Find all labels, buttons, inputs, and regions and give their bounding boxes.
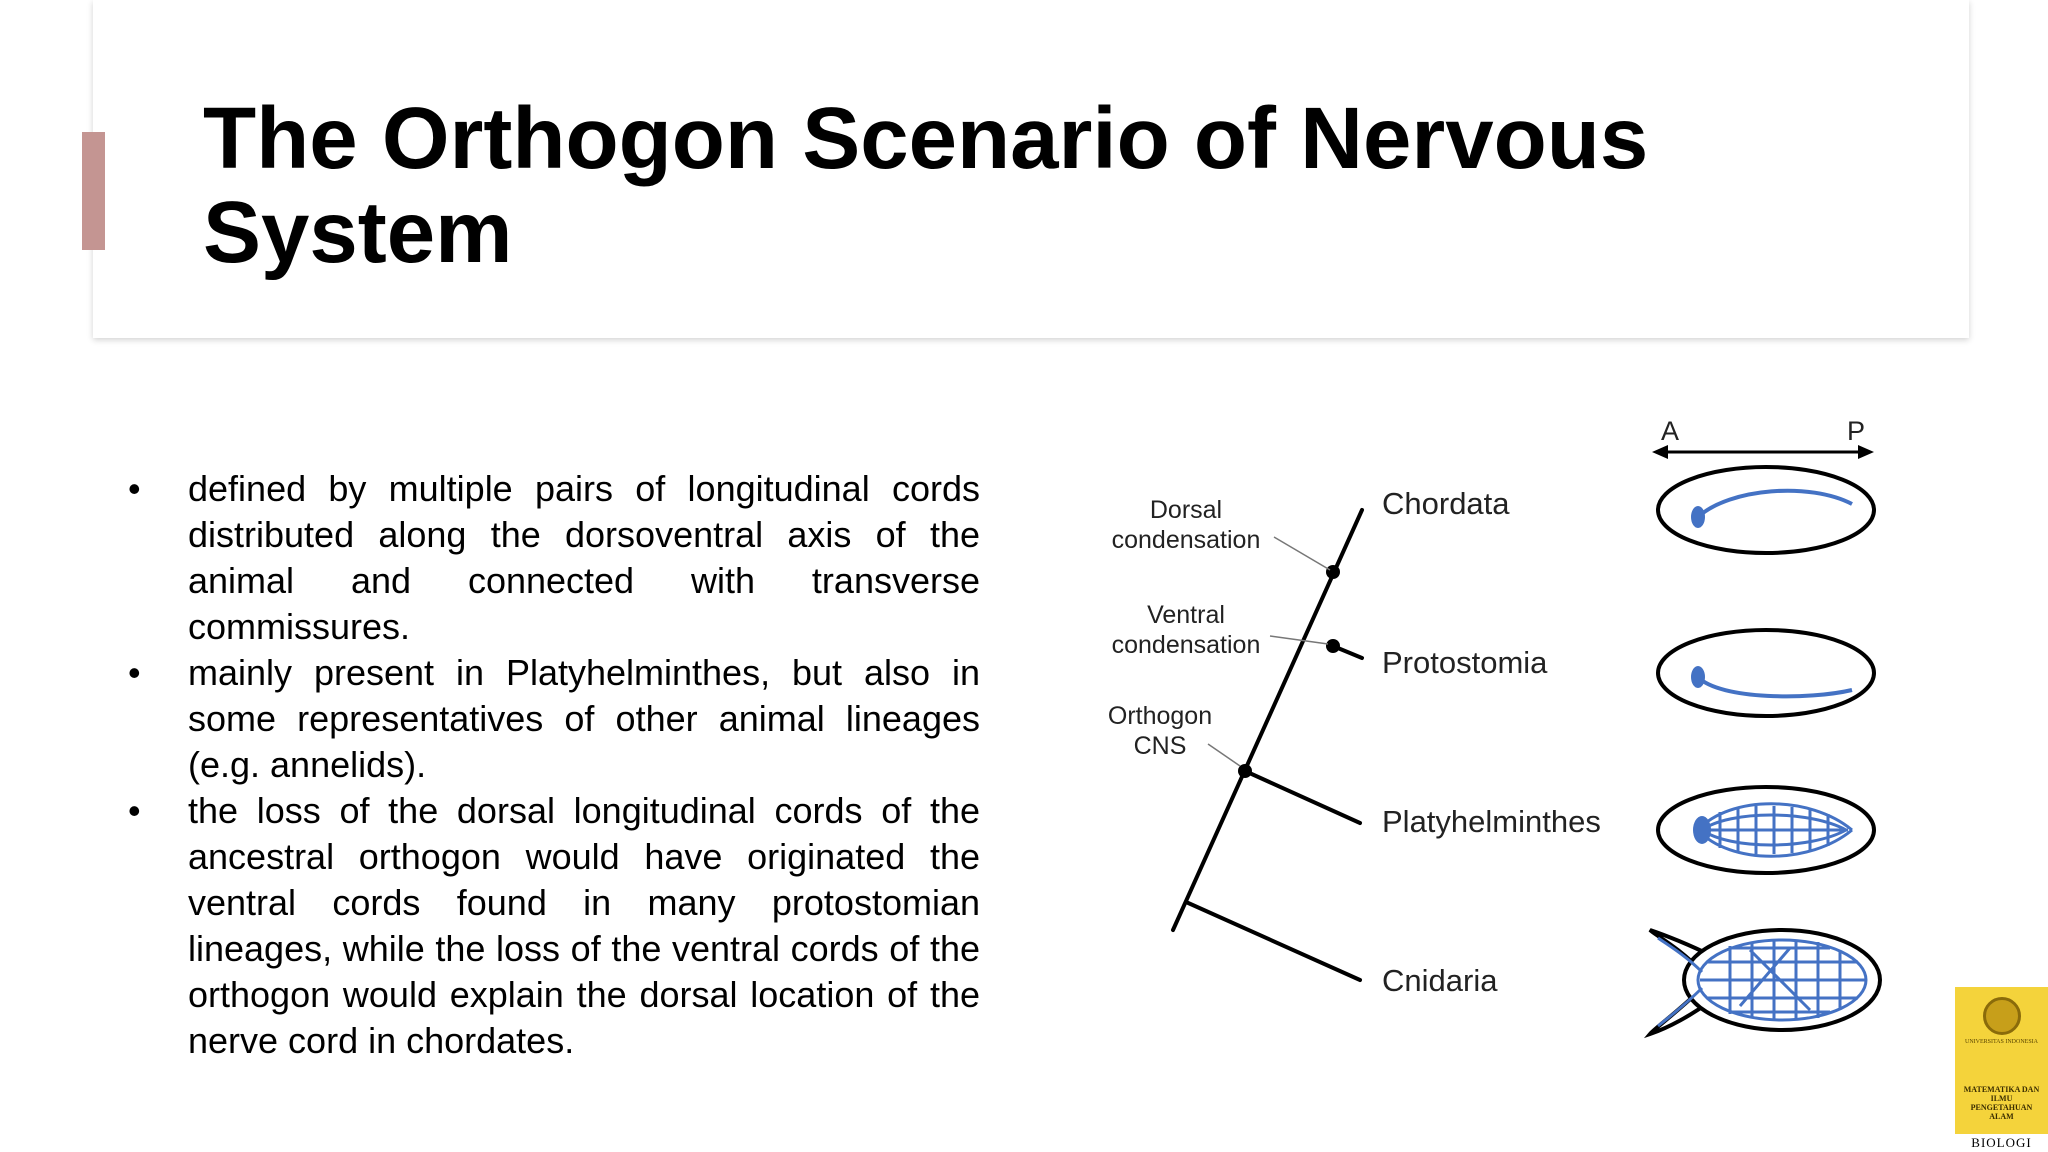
bullet-text: defined by multiple pairs of longitudina… <box>188 468 980 647</box>
bullet-item: • defined by multiple pairs of longitudin… <box>120 466 980 650</box>
tree-nodes <box>1238 565 1340 778</box>
node-orthogon <box>1238 764 1252 778</box>
node-dorsal <box>1326 565 1340 579</box>
taxon-label-platyhelminthes: Platyhelminthes <box>1382 804 1601 839</box>
logo-faculty-name: MATEMATIKA DAN ILMU PENGETAHUAN ALAM <box>1963 1085 2040 1121</box>
tree-trunk <box>1171 508 1364 932</box>
taxon-label-chordata: Chordata <box>1382 486 1510 521</box>
branch-cnidaria <box>1184 900 1362 982</box>
taxon-label-cnidaria: Cnidaria <box>1382 963 1498 998</box>
title-accent-bar <box>82 132 105 250</box>
bullet-list: • defined by multiple pairs of longitudin… <box>120 466 980 1064</box>
phylogeny-tree <box>1171 508 1364 982</box>
bullet-item: • the loss of the dorsal longitudinal cor… <box>120 788 980 1064</box>
node-ventral <box>1326 639 1340 653</box>
bullet-item: • mainly present in Platyhelminthes, but … <box>120 650 980 788</box>
taxon-label-protostomia: Protostomia <box>1382 645 1548 680</box>
anteroposterior-axis: A P <box>1652 416 1874 459</box>
axis-label-posterior: P <box>1847 416 1865 446</box>
title-band <box>93 0 1969 338</box>
protostomia-body-icon <box>1656 628 1876 718</box>
axis-label-anterior: A <box>1661 416 1679 446</box>
bullet-text: mainly present in Platyhelminthes, but a… <box>188 652 980 785</box>
makara-emblem-icon <box>1983 997 2021 1035</box>
bullet-dot-icon: • <box>128 468 141 509</box>
logo-department-name: BIOLOGI <box>1955 1134 2048 1152</box>
taxon-labels: Chordata Protostomia Platyhelminthes Cni… <box>1382 486 1601 998</box>
cnidaria-body-icon <box>1643 928 1882 1039</box>
university-logo: UNIVERSITAS INDONESIA MATEMATIKA DAN ILM… <box>1955 987 2048 1152</box>
bullet-dot-icon: • <box>128 790 141 831</box>
node-leaders <box>1207 536 1331 767</box>
branch-platyhelminthes <box>1243 769 1362 825</box>
bullet-dot-icon: • <box>128 652 141 693</box>
bullet-text: the loss of the dorsal longitudinal cord… <box>188 790 980 1061</box>
chordata-body-icon <box>1656 465 1876 555</box>
logo-university-name: UNIVERSITAS INDONESIA <box>1964 1039 2039 1045</box>
platyhelminthes-body-icon <box>1656 785 1876 875</box>
slide-title: The Orthogon Scenario of Nervous System <box>203 90 1649 281</box>
